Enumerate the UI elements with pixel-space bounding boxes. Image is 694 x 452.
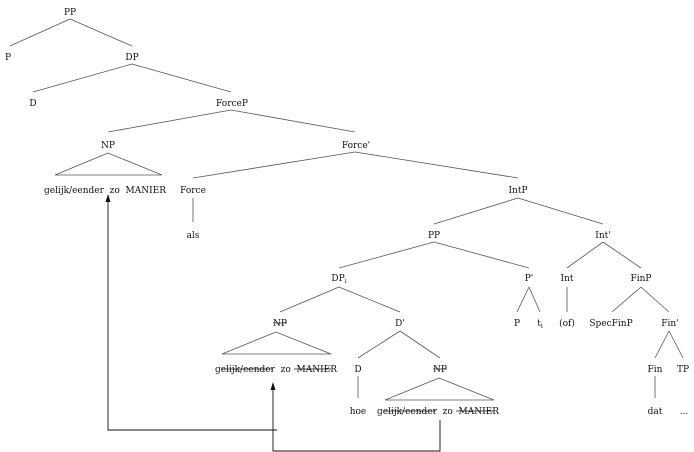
node-specfinp: SpecFinP xyxy=(589,319,632,329)
node-tp: TP xyxy=(677,365,689,375)
node-ellipsis: ... xyxy=(680,407,689,417)
tree-edges xyxy=(9,18,684,398)
node-fin: Fin xyxy=(648,365,663,375)
node-dp-i: DPi xyxy=(331,274,346,285)
strikethrough-marks xyxy=(221,322,494,412)
node-intp: IntP xyxy=(508,186,527,196)
node-np-lower-text: gelijk/eender zo MANIER xyxy=(215,365,337,375)
node-finp: FinP xyxy=(631,274,652,284)
movement-arrows xyxy=(105,194,441,452)
node-force-bar: Force' xyxy=(342,141,370,151)
node-np-low: NP xyxy=(433,365,447,375)
node-p-inner: P xyxy=(514,319,520,329)
node-dp: DP xyxy=(125,53,138,63)
node-labels: PP P DP D ForceP NP Force' gelijk/eender… xyxy=(5,8,689,417)
node-d-low: D xyxy=(354,365,361,375)
node-trace: ti xyxy=(537,319,543,330)
node-force: Force xyxy=(180,186,206,196)
node-np-top: NP xyxy=(101,141,115,151)
node-of: (of) xyxy=(559,318,575,329)
node-pp-root: PP xyxy=(64,8,76,18)
node-p: P xyxy=(5,53,11,63)
tree-triangles xyxy=(54,152,495,401)
node-als: als xyxy=(187,231,200,241)
node-d-bar: D' xyxy=(395,319,405,329)
node-np-top-text: gelijk/eender zo MANIER xyxy=(44,186,166,196)
node-hoe: hoe xyxy=(350,407,367,417)
node-dat: dat xyxy=(648,407,663,417)
node-p-bar: P' xyxy=(525,274,534,284)
node-d-top: D xyxy=(29,99,36,109)
node-int: Int xyxy=(561,274,574,284)
node-pp-inner: PP xyxy=(428,231,440,241)
node-forcep: ForceP xyxy=(216,99,248,109)
node-fin-bar: Fin' xyxy=(661,319,678,329)
node-int-bar: Int' xyxy=(595,231,610,241)
node-np-lower: NP xyxy=(273,319,287,329)
node-np-low-text: gelijk/eender zo MANIER xyxy=(377,407,499,417)
